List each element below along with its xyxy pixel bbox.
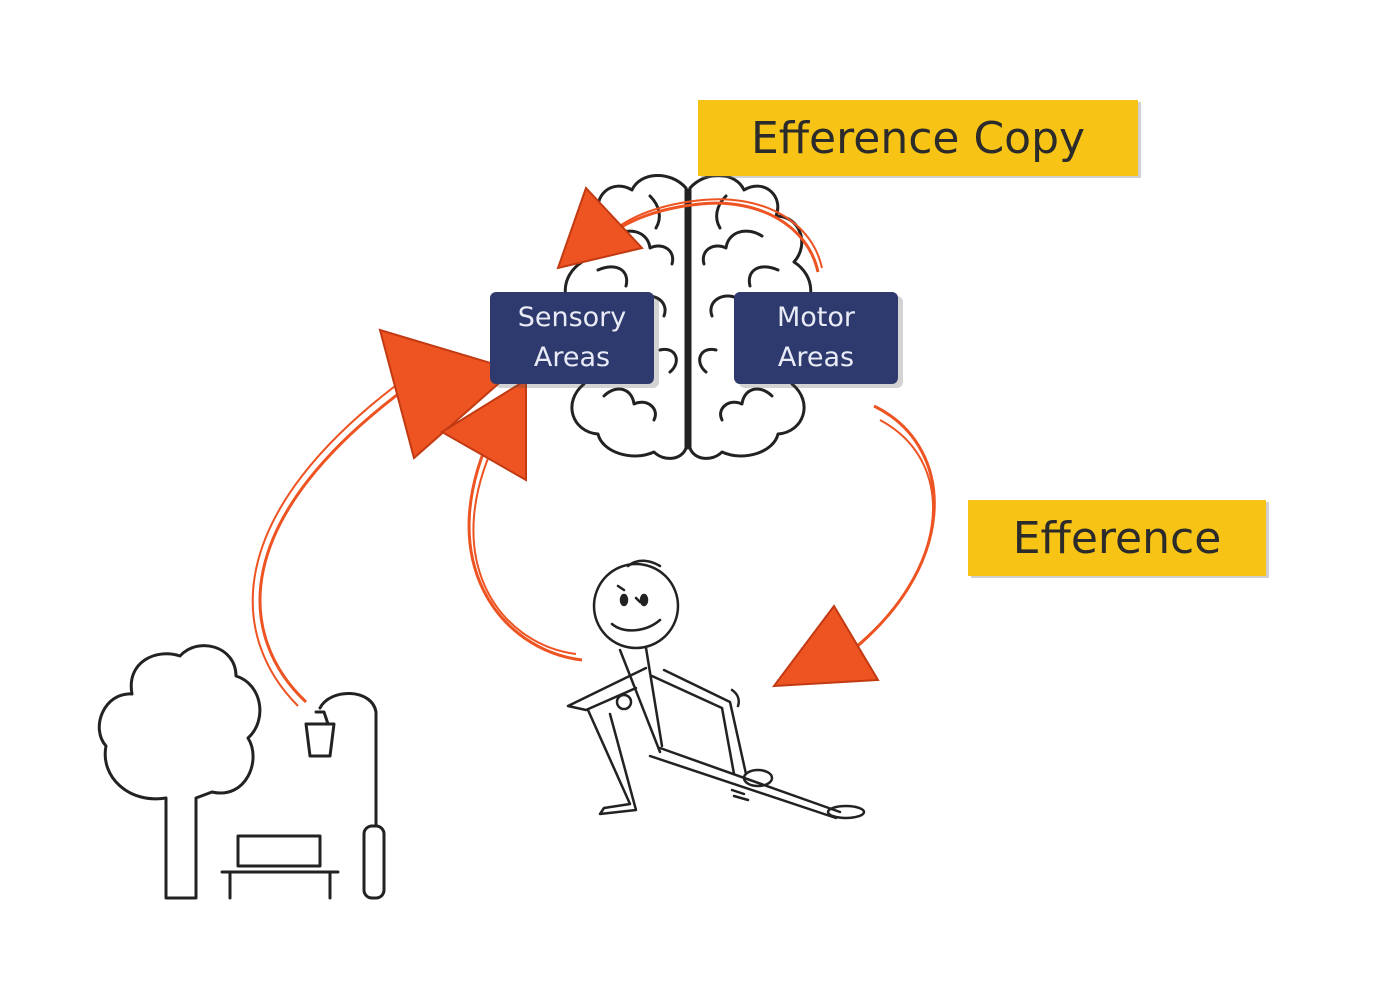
efference-copy-arrow	[556, 186, 823, 273]
sensory-areas-line-2: Areas	[533, 342, 611, 373]
tree-icon	[97, 644, 262, 900]
motor-areas-line-1: Motor	[776, 302, 856, 333]
sensory-areas-line-1: Sensory	[517, 302, 627, 333]
stick-figure-icon	[566, 559, 866, 820]
efference-copy-text: Efference Copy	[750, 112, 1086, 164]
efference-label: Efference	[968, 500, 1266, 576]
body-feedback-arrow	[440, 378, 583, 662]
environment-feedback-arrow	[251, 328, 517, 707]
efference-arrow	[771, 404, 936, 688]
efference-copy-label: Efference Copy	[698, 100, 1138, 176]
bench-icon	[220, 834, 340, 900]
park-scene-icon	[97, 644, 386, 900]
motor-areas-line-2: Areas	[777, 342, 855, 373]
motor-areas-box: Motor Areas	[734, 292, 898, 384]
efference-text: Efference	[1012, 512, 1222, 564]
street-lamp-icon	[304, 692, 386, 900]
sensory-areas-box: Sensory Areas	[490, 292, 654, 384]
